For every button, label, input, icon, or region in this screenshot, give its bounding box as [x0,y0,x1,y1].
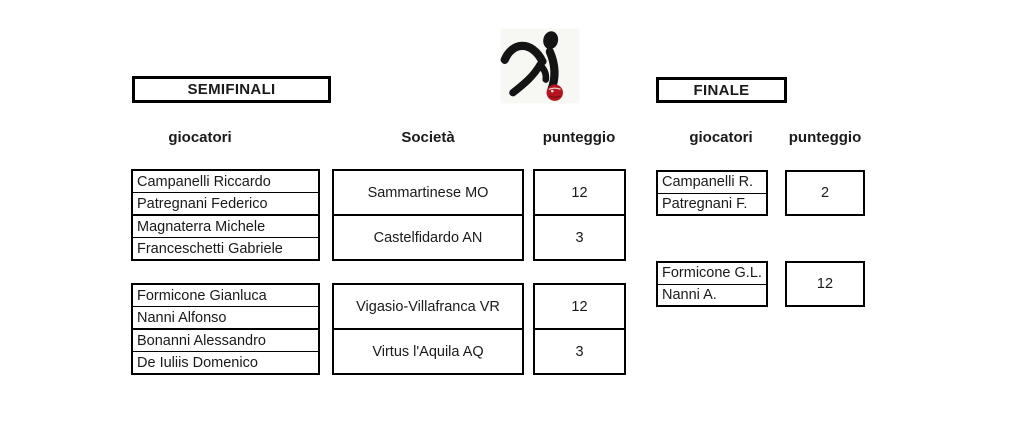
bocce-player-icon [499,27,581,105]
players-table: Formicone Gianluca Nanni Alfonso Bonanni… [131,283,320,375]
player-cell: Magnaterra Michele [133,214,318,237]
score-cell: 3 [535,328,624,373]
header-punteggio-semifinali: punteggio [542,129,616,146]
header-giocatori-semifinali: giocatori [168,129,232,146]
finale-title: FINALE [656,77,787,103]
player-cell: Bonanni Alessandro [133,328,318,351]
score-cell: 12 [571,298,588,315]
player-cell: Formicone Gianluca [137,287,267,304]
score-cell: 2 [820,185,830,201]
player-cell: Campanelli R. [662,174,754,191]
players-table: Campanelli R. Patregnani F. [656,170,768,216]
players-table: Campanelli Riccardo Patregnani Federico … [131,169,320,261]
score-table: 12 [785,261,865,307]
player-cell: Franceschetti Gabriele [133,237,318,259]
semifinali-title: SEMIFINALI [132,76,331,103]
semifinal-match-2: Formicone Gianluca Nanni Alfonso Bonanni… [131,283,626,375]
society-cell: Sammartinese MO [367,184,489,201]
score-table: 2 [785,170,865,216]
player-cell: De Iuliis Domenico [133,351,318,373]
score-cell: 12 [571,184,588,201]
player-cell: Campanelli Riccardo [137,173,271,190]
final-match-2: Formicone G.L. Nanni A. 12 [656,261,865,307]
score-cell: 3 [535,214,624,259]
player-cell: Nanni A. [658,283,766,306]
header-punteggio-finale: punteggio [788,129,862,146]
society-cell: Castelfidardo AN [334,214,522,259]
society-table: Vigasio-Villafranca VR Virtus l'Aquila A… [332,283,524,375]
score-cell: 12 [816,276,834,292]
society-cell: Vigasio-Villafranca VR [356,298,500,315]
society-table: Sammartinese MO Castelfidardo AN [332,169,524,261]
score-table: 12 3 [533,169,626,261]
player-cell: Patregnani Federico [133,192,318,214]
semifinal-match-1: Campanelli Riccardo Patregnani Federico … [131,169,626,261]
header-giocatori-finale: giocatori [689,129,753,146]
player-cell: Nanni Alfonso [133,306,318,328]
players-table: Formicone G.L. Nanni A. [656,261,768,307]
player-cell: Formicone G.L. [662,265,762,282]
final-match-1: Campanelli R. Patregnani F. 2 [656,170,865,216]
header-societa: Società [401,129,455,146]
score-table: 12 3 [533,283,626,375]
player-cell: Patregnani F. [658,192,766,215]
society-cell: Virtus l'Aquila AQ [334,328,522,373]
